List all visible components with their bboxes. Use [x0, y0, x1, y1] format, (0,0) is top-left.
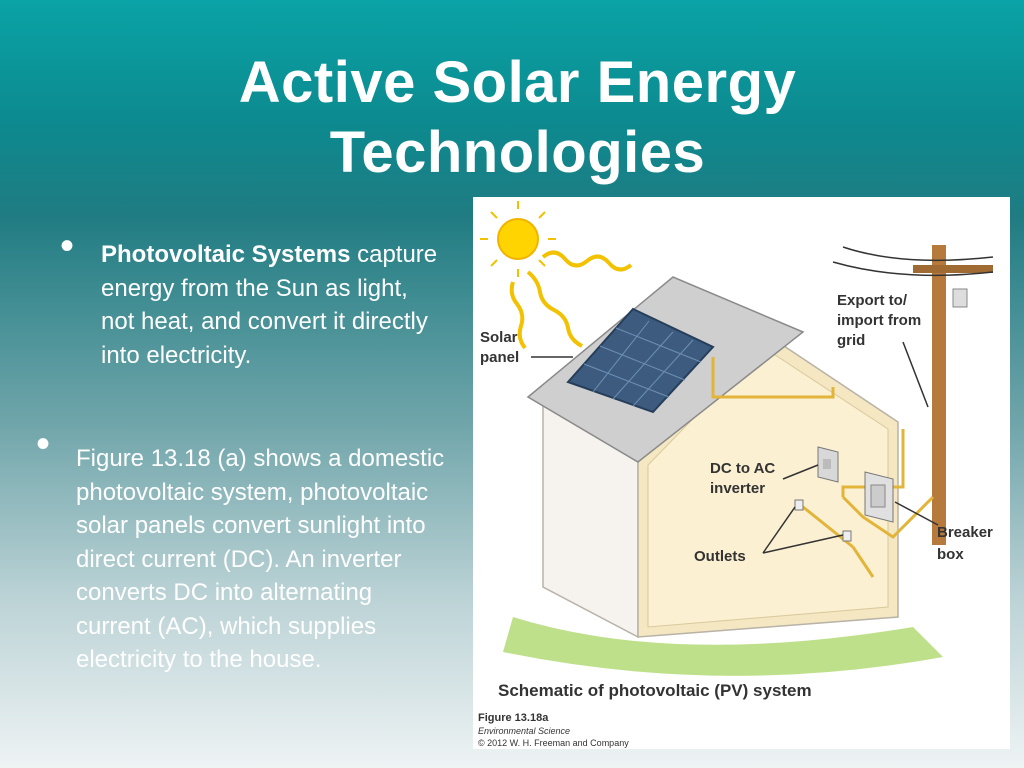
label-export-1: Export to/	[837, 292, 908, 309]
label-solar-panel-1: Solar	[480, 329, 518, 346]
label-inverter-2: inverter	[710, 480, 765, 497]
pv-house-illustration: Solar panel Export to/ import from grid …	[478, 201, 994, 748]
outlet-icon	[794, 499, 804, 511]
label-export-2: import from	[837, 312, 921, 329]
title-line-1: Active Solar Energy	[238, 50, 797, 115]
title-line-2: Technologies	[329, 120, 706, 185]
pv-system-figure: Solar panel Export to/ import from grid …	[473, 197, 1010, 749]
figure-copyright: © 2012 W. H. Freeman and Company	[478, 738, 629, 748]
breaker-box	[864, 471, 894, 523]
grass-ground	[503, 617, 943, 676]
sun-icon	[480, 201, 556, 277]
label-breaker-2: box	[937, 546, 964, 563]
bullet-figure-description: Figure 13.18 (a) shows a domestic photov…	[76, 442, 446, 677]
bullet-icon: •	[36, 422, 51, 466]
figure-number: Figure 13.18a	[478, 712, 549, 724]
label-inverter-1: DC to AC	[710, 460, 775, 477]
bullet-icon: •	[60, 224, 75, 268]
bullet-text: capture energy from the Sun as light, no…	[101, 241, 438, 369]
power-pole	[832, 245, 994, 545]
bullet-text: Figure 13.18 (a) shows a domestic photov…	[76, 445, 445, 673]
inverter-box	[817, 446, 839, 483]
bullet-photovoltaic: Photovoltaic Systems capture energy from…	[101, 238, 446, 372]
solar-panel	[566, 307, 715, 414]
bullet-lead: Photovoltaic Systems	[101, 241, 351, 268]
outlet-icon	[842, 530, 852, 542]
slide-title: Active Solar Energy Technologies	[200, 48, 835, 188]
figure-book: Environmental Science	[478, 726, 570, 736]
label-export-3: grid	[837, 332, 865, 349]
label-solar-panel-2: panel	[480, 349, 519, 366]
label-breaker-1: Breaker	[937, 524, 993, 541]
figure-caption: Schematic of photovoltaic (PV) system	[498, 681, 812, 700]
label-outlets: Outlets	[694, 548, 746, 565]
sunlight-rays	[509, 250, 633, 350]
